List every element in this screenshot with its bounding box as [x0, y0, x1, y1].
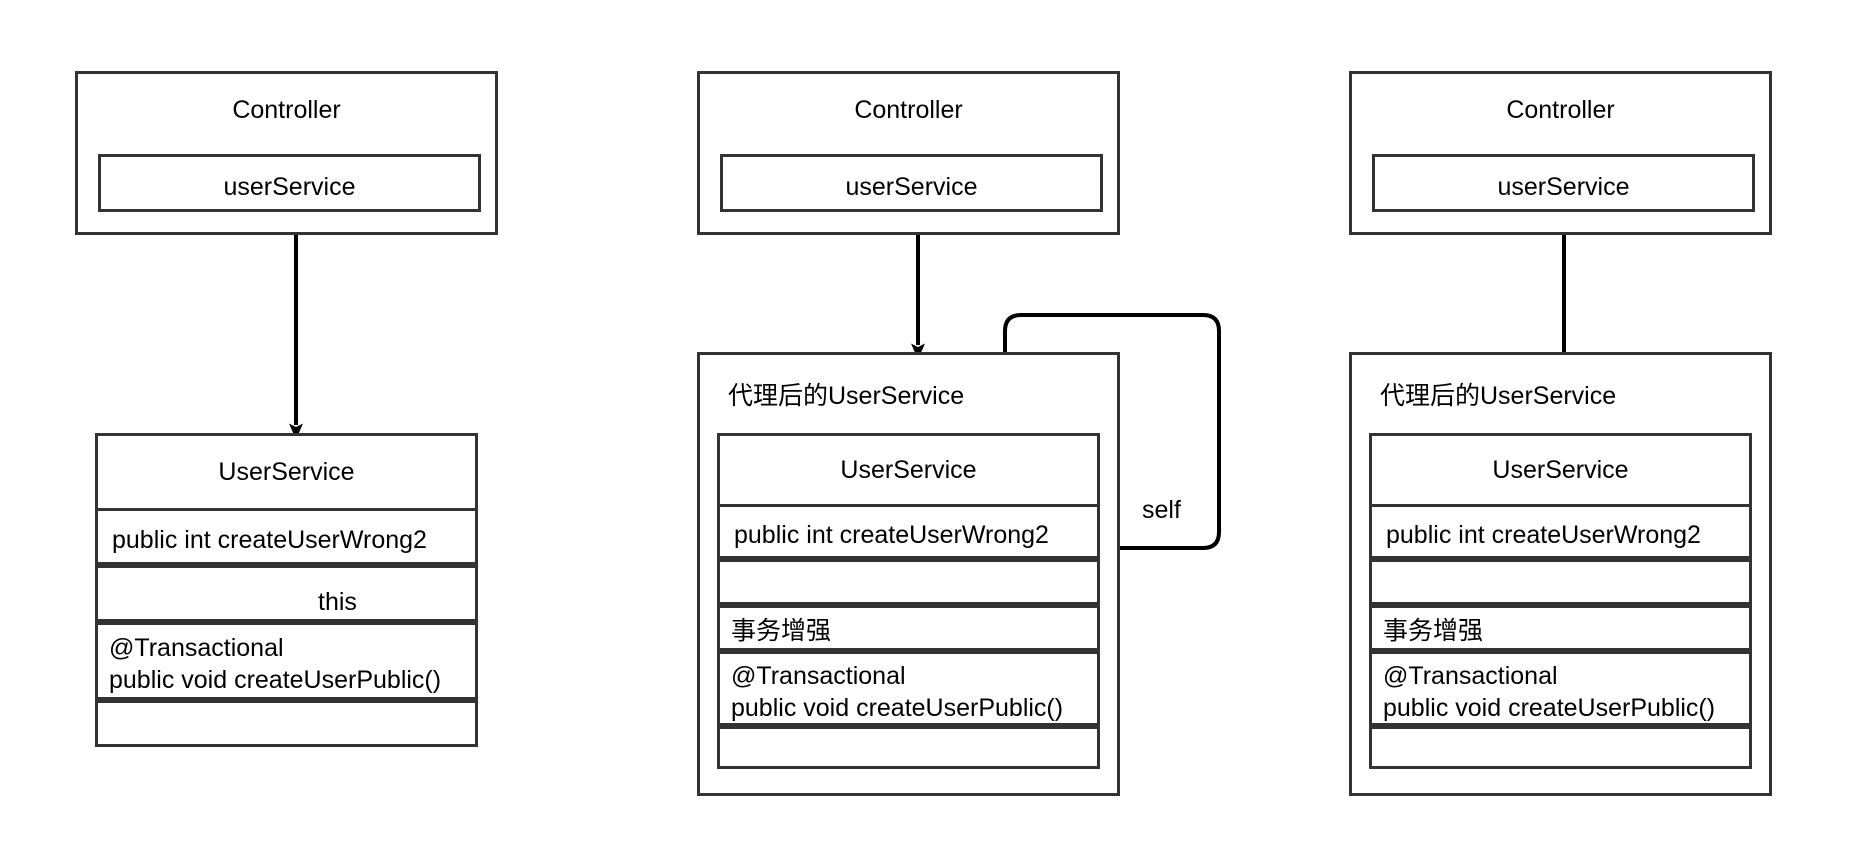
proxy-box-p3[interactable]: 代理后的UserService UserService public int c… [1349, 352, 1772, 796]
userservice-row-label-p3-3: @Transactional public void createUserPub… [1383, 662, 1716, 722]
controller-title-p3: Controller [1506, 96, 1615, 124]
controller-field-userservice-p2[interactable]: userService [720, 154, 1103, 212]
proxy-box-p2[interactable]: 代理后的UserService UserService public int c… [697, 352, 1120, 796]
controller-box-p1[interactable]: Controller userService [75, 71, 498, 235]
userservice-row-label-p1-0: public int createUserWrong2 [112, 526, 427, 554]
userservice-box-p1[interactable]: UserService public int createUserWrong2 … [95, 433, 478, 747]
userservice-box-p2[interactable]: UserService public int createUserWrong2 … [717, 433, 1100, 769]
edge-label-this-p1: this [318, 588, 357, 616]
userservice-title-p1: UserService [218, 458, 355, 486]
proxy-title-p2: 代理后的UserService [728, 382, 965, 410]
userservice-row-spacer-p2-4 [717, 726, 1100, 769]
userservice-row-createuserwrong2-p1[interactable]: public int createUserWrong2 [95, 508, 478, 565]
controller-field-label-p3: userService [1497, 173, 1630, 201]
userservice-row-spacer-p1-3 [95, 700, 478, 747]
controller-field-userservice-p3[interactable]: userService [1372, 154, 1755, 212]
edge-label-self-p2: self [1142, 496, 1181, 524]
userservice-row-createuserpublic-p1[interactable]: @Transactional public void createUserPub… [95, 622, 478, 700]
userservice-row-spacer-p1-1 [95, 565, 478, 622]
userservice-row-label-p1-2: @Transactional public void createUserPub… [109, 634, 442, 694]
userservice-row-createuserpublic-p2[interactable]: @Transactional public void createUserPub… [717, 651, 1100, 726]
userservice-row-spacer-p2-1 [717, 559, 1100, 605]
userservice-row-createuserpublic-p3[interactable]: @Transactional public void createUserPub… [1369, 651, 1752, 726]
userservice-row-spacer-p3-1 [1369, 559, 1752, 605]
userservice-row-enhance-p3[interactable]: 事务增强 [1369, 605, 1752, 651]
userservice-row-createuserwrong2-p2[interactable]: public int createUserWrong2 [717, 504, 1100, 559]
userservice-title-p2: UserService [840, 456, 977, 484]
controller-field-userservice-p1[interactable]: userService [98, 154, 481, 212]
userservice-row-label-p2-2: 事务增强 [731, 617, 832, 645]
userservice-row-spacer-p3-4 [1369, 726, 1752, 769]
userservice-row-label-p3-2: 事务增强 [1383, 617, 1484, 645]
controller-box-p2[interactable]: Controller userService [697, 71, 1120, 235]
controller-box-p3[interactable]: Controller userService [1349, 71, 1772, 235]
arrow-self-loop-p2 [998, 313, 1221, 637]
controller-title-p2: Controller [854, 96, 963, 124]
controller-title-p1: Controller [232, 96, 341, 124]
userservice-box-p3[interactable]: UserService public int createUserWrong2 … [1369, 433, 1752, 769]
controller-field-label-p2: userService [845, 173, 978, 201]
userservice-row-createuserwrong2-p3[interactable]: public int createUserWrong2 [1369, 504, 1752, 559]
userservice-row-label-p2-0: public int createUserWrong2 [734, 521, 1049, 549]
userservice-row-label-p2-3: @Transactional public void createUserPub… [731, 662, 1064, 722]
userservice-title-p3: UserService [1492, 456, 1629, 484]
proxy-title-p3: 代理后的UserService [1380, 382, 1617, 410]
controller-field-label-p1: userService [223, 173, 356, 201]
userservice-row-enhance-p2[interactable]: 事务增强 [717, 605, 1100, 651]
userservice-row-label-p3-0: public int createUserWrong2 [1386, 521, 1701, 549]
